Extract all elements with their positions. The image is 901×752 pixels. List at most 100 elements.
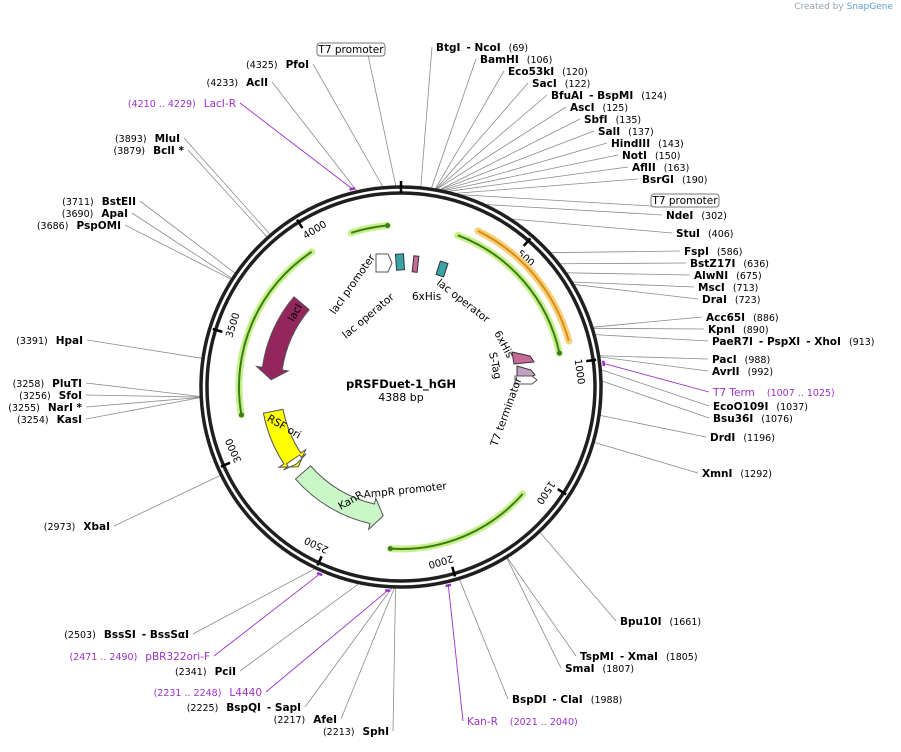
leader-line (550, 250, 681, 254)
tick-mark (522, 237, 532, 247)
feature-box (316, 42, 386, 57)
enzyme-name: ClaI (560, 694, 582, 706)
enzyme-name: BsrGI (642, 174, 674, 186)
enzyme-name: XbaI (83, 521, 110, 533)
leader-line (113, 475, 221, 527)
primer-leader (239, 102, 353, 190)
site-position: (2973) (44, 522, 76, 533)
leader-line (572, 281, 695, 288)
site-text: NdeI(302) (666, 210, 727, 222)
site-label: (3254)KasI (17, 414, 82, 426)
leader-line (559, 262, 687, 265)
leader-line (86, 339, 203, 359)
site-text: EcoO109I(1037) (713, 401, 808, 413)
enzyme-name: MscI (698, 282, 725, 294)
site-sep: - (267, 702, 275, 714)
site-text: Bpu10I(1661) (620, 616, 701, 628)
his6-2-box (511, 351, 535, 365)
tick-mark (296, 218, 304, 229)
his6-1-box (411, 255, 420, 273)
site-label: BstZ17I(636) (690, 258, 769, 270)
site-position: (3256) (19, 391, 51, 402)
site-sep: - (142, 629, 150, 641)
site-text: (3690) ApaI (62, 208, 128, 220)
enzyme-name: Eco53kI (508, 66, 554, 78)
small-features (375, 253, 538, 385)
site-label: (3258)PluTI (13, 378, 82, 390)
laci-promoter-arrow (375, 253, 393, 273)
site-position: (3690) (62, 209, 94, 220)
enzyme-name: XmnI (702, 468, 732, 480)
site-sep: - (589, 90, 597, 102)
boxed-feature-label: T7 promoter (651, 195, 718, 207)
site-text: DraI(723) (702, 294, 760, 306)
site-text: NotI(150) (622, 150, 680, 162)
enzyme-name: AlwNI (694, 270, 728, 282)
enzyme-name: Bpu10I (620, 616, 662, 628)
enzyme-name: PspXI (767, 336, 800, 348)
site-text: MscI(713) (698, 282, 758, 294)
site-position: (143) (658, 139, 684, 150)
leader-line (592, 316, 703, 328)
enzyme-name: BspMI (597, 90, 633, 102)
site-position: (135) (616, 115, 642, 126)
site-label: SacI(122) (532, 78, 590, 90)
site-position: (190) (682, 175, 708, 186)
primer-mark (602, 360, 606, 367)
enzyme-name: AfeI (313, 714, 337, 726)
site-position: (163) (664, 163, 690, 174)
enzyme-name: KasI (57, 414, 82, 426)
enzyme-name: Acc65I (706, 312, 745, 324)
site-position: (120) (562, 67, 588, 78)
site-position: (890) (743, 325, 769, 336)
tick-mark (212, 327, 223, 334)
primer-mark (445, 583, 452, 588)
site-position: (2503) (64, 630, 96, 641)
site-position: (988) (745, 355, 771, 366)
site-label: StuI(406) (676, 228, 734, 240)
site-text: HindIII(143) (611, 138, 684, 150)
site-label: NotI(150) (622, 150, 680, 162)
site-label: (2973) XbaI (44, 521, 110, 533)
primer-text: Kan-R(2021 .. 2040) (467, 716, 578, 728)
enzyme-name: BspQI (226, 702, 261, 714)
site-sep: - (806, 336, 814, 348)
enzyme-name: ApaI (101, 208, 128, 220)
site-position: (1292) (740, 469, 772, 480)
site-label: NdeI(302) (666, 210, 727, 222)
site-position: (106) (527, 55, 553, 66)
site-text: (3255)NarI * (8, 402, 82, 414)
plasmid-length: 4388 bp (378, 391, 423, 404)
site-label: AflII(163) (632, 162, 689, 174)
site-position: (3391) (16, 336, 48, 347)
site-position: (1988) (591, 695, 623, 706)
enzyme-name: XmaI (628, 651, 658, 663)
site-text: (3256)SfoI (19, 390, 82, 402)
orf-arc-gene-head (556, 350, 562, 356)
site-label: HindIII(143) (611, 138, 684, 150)
enzyme-name: TspMI (580, 651, 614, 663)
enzyme-name: AclI (246, 77, 268, 89)
leader-line (447, 166, 629, 192)
enzyme-name: StuI (676, 228, 700, 240)
site-label: (3893)MluI (115, 133, 180, 145)
tick-label: 1000 (572, 358, 586, 385)
enzyme-name: PspOMI (76, 220, 121, 232)
site-label: (3879)BclI * (114, 145, 185, 157)
site-label: (3690) ApaI (62, 208, 128, 220)
leader-line (601, 380, 710, 419)
leader-line (511, 218, 673, 234)
site-label: Eco53kI (120) (508, 66, 588, 78)
leader-line (436, 94, 548, 190)
lac-operator-1-box (394, 253, 406, 271)
enzyme-name: BspDI (512, 694, 546, 706)
enzyme-name: HpaI (56, 335, 83, 347)
orf-arc-laci-head (238, 412, 244, 418)
enzyme-name: AscI (570, 102, 595, 114)
site-label: BsrGI (190) (642, 174, 708, 186)
plasmid-name: pRSFDuet-1_hGH (346, 377, 456, 392)
leader-line (459, 194, 652, 207)
site-label: BspDI- ClaI(1988) (512, 694, 622, 706)
site-label: DrdI(1196) (710, 432, 775, 444)
